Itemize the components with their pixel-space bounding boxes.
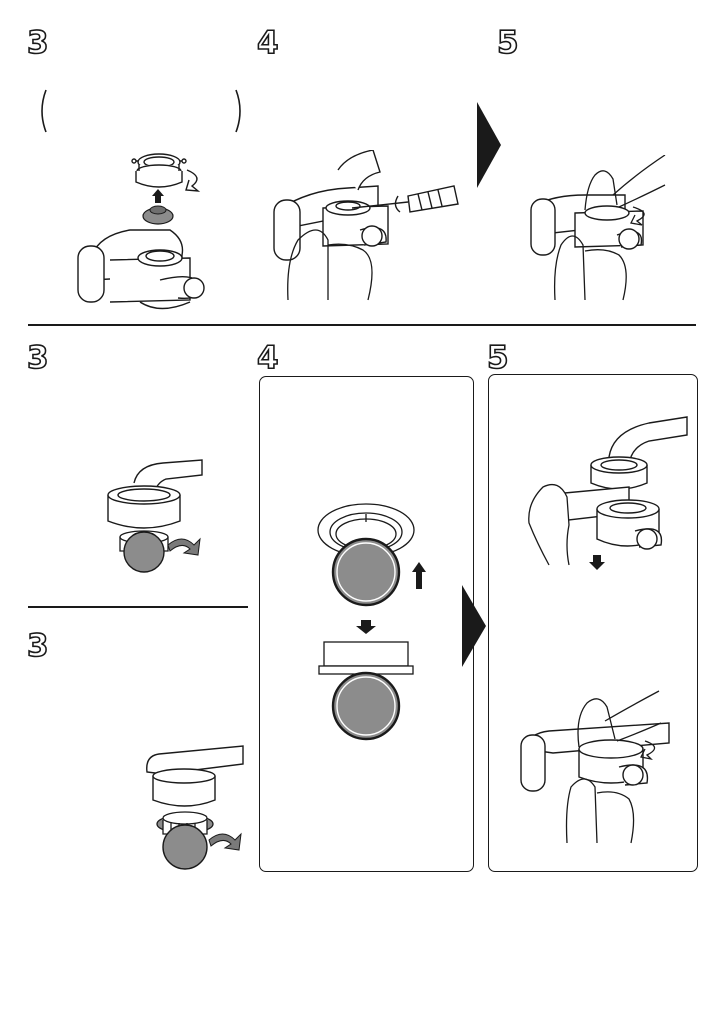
- rotate-arrow-icon: [209, 834, 241, 850]
- step-number-bottom-4: 4: [257, 343, 279, 374]
- up-arrow-icon: [412, 562, 426, 589]
- unscrew-cartridge-alt-illustration: [145, 742, 250, 872]
- step-number-top-3: 3: [27, 28, 49, 59]
- final-tighten-illustration: [519, 687, 694, 847]
- section-divider: [28, 324, 696, 326]
- hand-icon: [567, 779, 634, 843]
- next-step-arrow-icon: [477, 102, 501, 188]
- down-arrow-icon: [589, 555, 605, 571]
- reattach-housing-illustration: [519, 413, 694, 573]
- old-filter: [333, 539, 399, 605]
- rotate-arrow-icon: [395, 196, 400, 212]
- hand-icon: [529, 485, 569, 565]
- new-filter: [333, 673, 399, 739]
- note-bracket: [38, 88, 244, 134]
- step-number-top-5: 5: [497, 28, 519, 59]
- next-step-arrow-icon: [462, 585, 486, 667]
- faucet-spout: [338, 150, 380, 190]
- gasket: [143, 206, 173, 224]
- faucet-adapter-illustration: [70, 150, 220, 315]
- rotate-arrow-icon: [168, 539, 200, 555]
- step-number-alt-3: 3: [27, 631, 49, 662]
- rotate-arrow-icon: [186, 170, 198, 191]
- faucet-body: [78, 230, 204, 309]
- step-number-top-4: 4: [257, 28, 279, 59]
- adapter-gauge: [132, 154, 186, 187]
- step-number-bottom-5: 5: [487, 343, 509, 374]
- hand-tighten-illustration: [525, 155, 675, 305]
- tighten-screw-illustration: [268, 150, 468, 305]
- step-number-bottom-3: 3: [27, 343, 49, 374]
- step-4-panel: [259, 376, 474, 872]
- step-5-panel: [488, 374, 698, 872]
- down-arrow-icon: [356, 620, 376, 634]
- filter-replacement-illustration: [310, 502, 430, 742]
- sub-divider: [28, 606, 248, 608]
- new-filter-package: [319, 642, 413, 674]
- up-arrow-icon: [152, 189, 164, 203]
- unscrew-cartridge-illustration: [98, 455, 218, 573]
